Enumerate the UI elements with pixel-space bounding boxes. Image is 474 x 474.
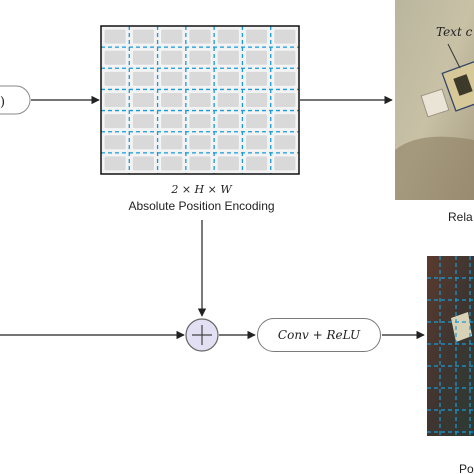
grid-cell [160,70,184,87]
grid-cell [160,49,184,66]
input-box [0,85,31,115]
grid-cell [216,28,240,45]
grid-cell [188,134,212,151]
grid-cell [244,28,269,45]
grid-cell [273,49,297,66]
grid-cell [273,155,297,172]
text-crop-content [453,74,473,96]
grid-cell [103,134,127,151]
grid-dimensions-label: 2 × H × W [171,183,232,196]
grid-cell [216,49,240,66]
grid-cell [244,49,269,66]
grid-cell [131,70,156,87]
grid-cell [244,70,269,87]
grid-cell [244,155,269,172]
adder-node [185,318,219,352]
grid-cell [103,113,127,130]
grid-cell [188,49,212,66]
grid-cell [103,49,127,66]
text-crop-pointer [447,43,461,69]
grid-cell [273,70,297,87]
grid-cell [131,155,156,172]
grid-cell [131,113,156,130]
relative-photo [395,0,474,200]
grid-cell [160,91,184,109]
relative-photo-caption: Rela [448,210,473,224]
grid-cell [216,70,240,87]
grid-cell [216,113,240,130]
grid-cell [131,91,156,109]
text-crop-label: Text c [436,25,473,39]
conv-relu-box: Conv + ReLU [257,318,381,352]
grid-cell [188,28,212,45]
grid-cell [103,91,127,109]
grid-cell [216,134,240,151]
input-box-glyph: ) [0,95,5,110]
positional-photo [427,256,474,436]
grid-cell [160,28,184,45]
grid-cell [160,155,184,172]
grid-cell [216,155,240,172]
relative-photo-patch [420,88,450,118]
position-encoding-grid [100,25,300,175]
grid-cell [273,113,297,130]
grid-cell [244,134,269,151]
positional-photo-bg [427,256,474,436]
grid-cell [273,91,297,109]
grid-cell [103,28,127,45]
grid-cell [188,91,212,109]
grid-cell [273,134,297,151]
grid-border [100,25,300,175]
grid-cell [216,91,240,109]
grid-cell [244,113,269,130]
grid-caption: Absolute Position Encoding [128,199,275,213]
grid-cell [131,49,156,66]
grid-cell [188,155,212,172]
positional-photo-caption: Po [459,462,474,474]
grid-cell [103,155,127,172]
grid-cell [103,70,127,87]
grid-cell [273,28,297,45]
grid-cell [131,28,156,45]
relative-photo-shadow [395,136,474,200]
grid-cell [160,113,184,130]
grid-cell [188,70,212,87]
grid-cell [188,113,212,130]
grid-cell [131,134,156,151]
grid-cell [244,91,269,109]
grid-cell [160,134,184,151]
